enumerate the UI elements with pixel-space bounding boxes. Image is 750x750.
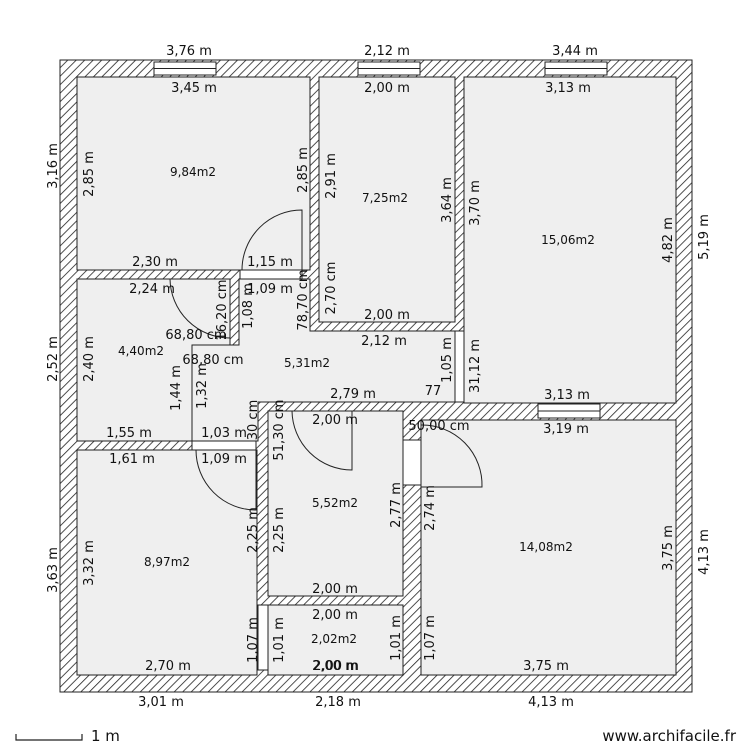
room-wc-floor xyxy=(267,604,404,676)
dim-inner: 3,13 m xyxy=(544,388,590,403)
room-top-middle-floor xyxy=(318,76,456,323)
room-area: 5,31m2 xyxy=(284,356,330,370)
dim-right-inner: 4,82 m xyxy=(661,217,676,263)
room-bottom-right-floor xyxy=(420,419,677,676)
dim-inner: 2,74 m xyxy=(423,485,438,531)
dim-inner: 2,12 m xyxy=(361,334,407,349)
dim-inner: 2,91 m xyxy=(324,153,339,199)
room-area: 5,52m2 xyxy=(312,496,358,510)
dim-left: 3,63 m xyxy=(46,547,61,593)
dim-inner: 2,00 m xyxy=(312,608,358,623)
room-top-left-floor xyxy=(76,76,311,271)
dim-inner: 3,19 m xyxy=(543,422,589,437)
dim-inner: 78,70 cm xyxy=(296,269,311,330)
dim-inner: 2,00 m xyxy=(312,582,358,597)
dim-inner: 2,30 m xyxy=(132,255,178,270)
dim-inner: 1,32 m xyxy=(195,363,210,409)
dim-inner: 68,80 cm xyxy=(182,353,243,368)
dim-inner: 51,30 cm xyxy=(272,399,287,460)
dim-top-inner: 3,45 m xyxy=(171,81,217,96)
dim-inner: 2,00 m xyxy=(364,308,410,323)
opening-bath xyxy=(402,439,422,486)
dim-inner: 2,24 m xyxy=(129,282,175,297)
scale-bar xyxy=(15,734,83,741)
dim-inner: 1,08 m xyxy=(241,283,256,329)
door-bath xyxy=(291,410,353,471)
dim-inner: 1,01 m xyxy=(389,615,404,661)
dim-inner: 2,77 m xyxy=(389,482,404,528)
dim-right-inner: 3,75 m xyxy=(661,525,676,571)
dim-left: 3,16 m xyxy=(46,143,61,189)
room-bath-floor xyxy=(267,410,404,597)
room-area: 14,08m2 xyxy=(519,540,573,554)
dim-inner: 30 cm xyxy=(246,400,261,441)
dim-inner: 1,55 m xyxy=(106,426,152,441)
dim-right: 5,19 m xyxy=(697,214,712,260)
dim-inner: 1,07 m xyxy=(423,615,438,661)
dim-left-inner: 2,40 m xyxy=(82,336,97,382)
dim-inner: 2,00 m xyxy=(312,659,358,674)
dim-right: 4,13 m xyxy=(697,529,712,575)
dim-inner: 1,44 m xyxy=(169,365,184,411)
room-bottom-left-floor xyxy=(76,449,258,676)
dim-bottom: 3,01 m xyxy=(138,695,184,710)
dim-inner: 16,20 cm xyxy=(215,279,230,340)
opening-top-left xyxy=(239,269,303,280)
dim-bottom: 2,18 m xyxy=(315,695,361,710)
door-top-left xyxy=(241,209,303,271)
site-credit: www.archifacile.fr xyxy=(602,727,736,745)
dim-inner: 1,09 m xyxy=(247,282,293,297)
room-top-right-floor xyxy=(463,76,677,404)
dim-inner: 2,25 m xyxy=(272,507,287,553)
dim-inner: 1,07 m xyxy=(246,617,261,663)
dim-inner: 1,09 m xyxy=(201,452,247,467)
opening-wc xyxy=(257,604,269,671)
dim-inner: 1,01 m xyxy=(272,617,287,663)
dim-bottom-inner: 2,70 m xyxy=(145,659,191,674)
dim-left-inner: 2,85 m xyxy=(82,151,97,197)
room-area: 8,97m2 xyxy=(144,555,190,569)
room-area: 9,84m2 xyxy=(170,165,216,179)
dim-inner: 68,80 cm xyxy=(165,328,226,343)
dim-top-inner: 3,13 m xyxy=(545,81,591,96)
opening-bottom-left xyxy=(191,440,257,451)
dim-inner: 2,85 m xyxy=(296,147,311,193)
room-area: 2,02m2 xyxy=(311,632,357,646)
door-bottom-right xyxy=(420,424,483,488)
dim-inner: 1,15 m xyxy=(247,255,293,270)
room-area: 7,25m2 xyxy=(362,191,408,205)
scale-label: 1 m xyxy=(91,727,120,745)
room-area: 15,06m2 xyxy=(541,233,595,247)
dim-inner: 1,05 m xyxy=(440,337,455,383)
dim-inner: 2,25 m xyxy=(246,507,261,553)
dim-top: 3,76 m xyxy=(166,44,212,59)
room-area: 4,40m2 xyxy=(118,344,164,358)
dim-left-inner: 3,32 m xyxy=(82,540,97,586)
door-left-small xyxy=(169,278,231,339)
dim-top: 3,44 m xyxy=(552,44,598,59)
dim-bottom: 4,13 m xyxy=(528,695,574,710)
opening-hall-right xyxy=(454,330,465,403)
dim-bottom-inner: 3,75 m xyxy=(523,659,569,674)
door-bottom-left xyxy=(195,449,257,511)
dim-inner: 77 xyxy=(425,384,442,399)
dim-inner: 50,00 cm xyxy=(408,419,469,434)
dim-inner: 31,12 m xyxy=(468,339,483,393)
dim-inner: 2,70 cm xyxy=(324,262,339,315)
dim-inner: 1,61 m xyxy=(109,452,155,467)
dim-inner: 3,70 m xyxy=(468,180,483,226)
dim-top: 2,12 m xyxy=(364,44,410,59)
dim-top-inner: 2,00 m xyxy=(364,81,410,96)
dim-inner: 1,03 m xyxy=(201,426,247,441)
room-hall-floor xyxy=(191,278,456,442)
dim-bottom-inner: 2,00 m xyxy=(313,659,359,674)
dim-inner: 2,79 m xyxy=(330,387,376,402)
dim-inner: 3,64 m xyxy=(440,177,455,223)
dim-inner: 2,00 m xyxy=(312,413,358,428)
dim-left: 2,52 m xyxy=(46,336,61,382)
